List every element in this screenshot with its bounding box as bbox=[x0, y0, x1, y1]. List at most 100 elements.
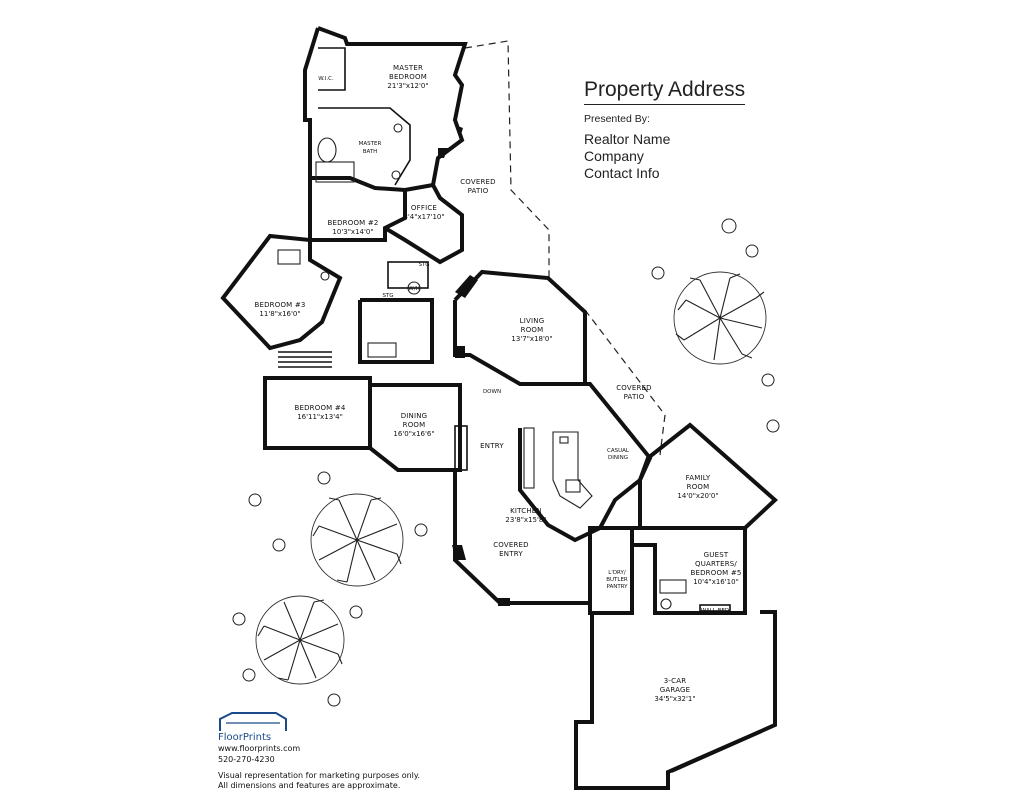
garage-label-2: GARAGE bbox=[660, 686, 691, 694]
tree-left-bottom bbox=[255, 595, 345, 685]
bedroom3-dim: 11'8"x16'0" bbox=[259, 310, 300, 318]
property-address: Property Address bbox=[584, 78, 746, 105]
dining-room-label-2: ROOM bbox=[403, 421, 426, 429]
wh-guest bbox=[660, 598, 672, 610]
post-entry-1 bbox=[452, 545, 466, 560]
covered-patio-top-outline bbox=[464, 40, 550, 278]
guest-quarters-label-2: QUARTERS/ bbox=[695, 560, 737, 568]
bathtub-hall bbox=[367, 342, 397, 358]
water-heater bbox=[407, 281, 421, 295]
master-bath-label-2: BATH bbox=[363, 149, 378, 155]
dining-room-dim: 16'0"x16'6" bbox=[393, 430, 434, 438]
brand-block: FloorPrints www.floorprints.com 520-270-… bbox=[218, 711, 448, 791]
kitchen-island bbox=[552, 431, 593, 509]
guest-quarters-label-3: BEDROOM #5 bbox=[690, 569, 741, 577]
bedroom4-label: BEDROOM #4 bbox=[294, 404, 345, 412]
sink-master-2 bbox=[391, 170, 401, 180]
post-living-1 bbox=[455, 275, 478, 298]
master-bedroom-dim: 21'3"x12'0" bbox=[387, 82, 428, 90]
garage-walls bbox=[574, 610, 777, 790]
family-room-label-1: FAMILY bbox=[686, 474, 711, 482]
covered-patio-top-label-2: PATIO bbox=[468, 187, 489, 195]
covered-patio-right-label-1: COVERED bbox=[616, 384, 652, 392]
bedroom2-walls bbox=[308, 178, 407, 242]
shower-master bbox=[315, 161, 355, 183]
garage-label-1: 3-CAR bbox=[664, 677, 687, 685]
bathtub-guest bbox=[659, 579, 687, 594]
presented-by: Presented By: bbox=[584, 113, 650, 125]
laundry-label-2: BUTLER bbox=[606, 577, 628, 583]
living-room-label-1: LIVING bbox=[520, 317, 545, 325]
realtor-name: Realtor Name bbox=[584, 131, 671, 147]
master-bedroom-label-2: BEDROOM bbox=[389, 73, 427, 81]
master-suite-walls bbox=[303, 26, 468, 193]
master-bath-walls bbox=[318, 107, 411, 186]
wic-label: W.I.C. bbox=[318, 76, 334, 82]
garage-door bbox=[671, 731, 763, 773]
bedroom2-label: BEDROOM #2 bbox=[327, 219, 378, 227]
website: www.floorprints.com bbox=[218, 744, 301, 753]
company-name: Company bbox=[584, 148, 644, 164]
disclaimer: Visual representation for marketing purp… bbox=[218, 771, 448, 791]
property-info: Property Address Presented By: Realtor N… bbox=[584, 78, 844, 182]
logo-text: FloorPrints bbox=[218, 732, 272, 743]
dining-room-label-1: DINING bbox=[401, 412, 428, 420]
laundry-label-3: PANTRY bbox=[606, 584, 628, 590]
phone: 520-270-4230 bbox=[218, 755, 275, 764]
office-walls bbox=[383, 184, 464, 265]
shrubs bbox=[232, 218, 780, 707]
hall-bath-walls bbox=[358, 298, 434, 364]
covered-patio-top-label-1: COVERED bbox=[460, 178, 496, 186]
guest-quarters-dim: 10'4"x16'10" bbox=[693, 578, 739, 586]
stg-label-2: STG bbox=[418, 262, 429, 268]
sink-bed3 bbox=[320, 271, 330, 281]
tree-right bbox=[673, 271, 767, 365]
bedroom3-label: BEDROOM #3 bbox=[254, 301, 305, 309]
bedroom4-dim: 16'11"x13'4" bbox=[297, 413, 343, 421]
disclaimer-line-2: All dimensions and features are approxim… bbox=[218, 781, 401, 790]
dining-room-walls bbox=[368, 383, 462, 472]
guest-quarters-label-1: GUEST bbox=[704, 551, 729, 559]
covered-entry-label-1: COVERED bbox=[493, 541, 529, 549]
bedroom2-dim: 10'3"x14'0" bbox=[332, 228, 373, 236]
bathtub-bed3 bbox=[277, 249, 301, 265]
family-room-dim: 14'0"x20'0" bbox=[677, 492, 718, 500]
contact-info: Contact Info bbox=[584, 165, 660, 181]
island-sink bbox=[559, 436, 569, 444]
casual-dining-label-2: DINING bbox=[608, 455, 628, 461]
master-bath-label-1: MASTER bbox=[359, 141, 382, 147]
wh-label: W/H bbox=[408, 286, 419, 292]
cooktop bbox=[565, 479, 581, 493]
living-room-label-2: ROOM bbox=[521, 326, 544, 334]
post-master-1 bbox=[438, 148, 448, 158]
floorprints-logo-icon bbox=[219, 712, 287, 731]
master-bedroom-label-1: MASTER bbox=[393, 64, 423, 72]
stg-label-1: STG bbox=[382, 293, 393, 299]
guest-quarters-walls bbox=[632, 526, 747, 615]
kitchen-counter-left bbox=[523, 427, 535, 489]
wic-walls bbox=[318, 47, 346, 91]
office-dim: 8'4"x17'10" bbox=[403, 213, 444, 221]
covered-entry-label-2: ENTRY bbox=[499, 550, 523, 558]
laundry-walls bbox=[588, 526, 634, 615]
kitchen-label: KITCHEN bbox=[510, 507, 542, 515]
family-room-label-2: ROOM bbox=[687, 483, 710, 491]
disclaimer-line-1: Visual representation for marketing purp… bbox=[218, 771, 421, 780]
covered-patio-right-label-2: PATIO bbox=[624, 393, 645, 401]
wall-bed bbox=[699, 604, 731, 612]
laundry-label-1: L'DRY/ bbox=[608, 570, 626, 576]
living-room-dim: 13'7"x18'0" bbox=[511, 335, 552, 343]
wall-bed-label: WALL BED bbox=[701, 608, 729, 614]
sink-master-1 bbox=[393, 123, 403, 133]
entry-label: ENTRY bbox=[480, 442, 504, 450]
covered-entry-walls bbox=[453, 470, 590, 605]
bedroom3-walls bbox=[220, 233, 343, 351]
stair-treads bbox=[278, 351, 332, 368]
post-master-2 bbox=[455, 125, 463, 138]
down-label: DOWN bbox=[483, 389, 501, 395]
post-living-2 bbox=[455, 346, 465, 358]
casual-dining-label-1: CASUAL bbox=[607, 448, 630, 454]
kitchen-dim: 23'8"x15'8" bbox=[505, 516, 546, 524]
covered-patio-right-outline bbox=[584, 309, 666, 456]
